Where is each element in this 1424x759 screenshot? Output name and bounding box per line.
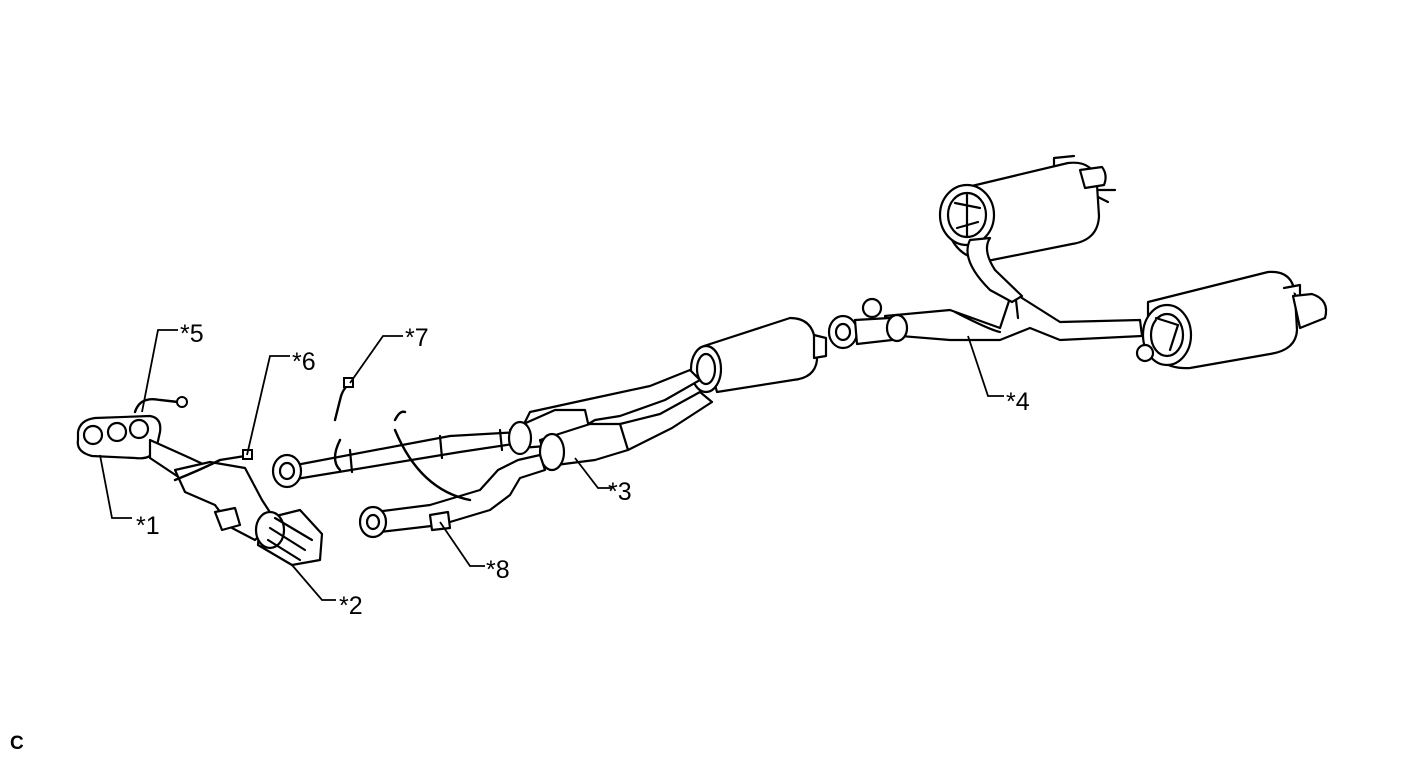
- oxygen-sensor-wire-8: [393, 410, 472, 502]
- oxygen-sensor-wire-5: [133, 396, 188, 414]
- leader-line-6: [246, 355, 290, 456]
- rear-muffler-lower: [1135, 270, 1328, 370]
- rear-muffler-upper: [938, 154, 1117, 262]
- callout-8: *8: [486, 556, 510, 584]
- leader-line-1: [99, 454, 132, 519]
- center-pipe-upper-bank: [278, 368, 702, 482]
- manifold-converter: [173, 460, 324, 567]
- rear-y-pipe: [883, 236, 1144, 342]
- oxygen-sensor-wire-7: [333, 377, 354, 472]
- front-pipe-lower-bank: [358, 453, 547, 539]
- center-converter-lower: [538, 390, 714, 472]
- intermediate-pipe-flange: [827, 297, 909, 350]
- leader-line-3: [574, 457, 612, 489]
- corner-label: C: [10, 733, 24, 754]
- callout-4: *4: [1006, 388, 1030, 416]
- callout-2: *2: [339, 592, 363, 620]
- callout-7: *7: [405, 324, 429, 352]
- leader-line-5: [141, 329, 178, 413]
- leader-line-2: [291, 564, 336, 601]
- callout-5: *5: [180, 320, 204, 348]
- callout-6: *6: [292, 348, 316, 376]
- leader-line-4: [967, 335, 1004, 397]
- leader-line-8: [439, 521, 485, 567]
- front-pipe-flange-left: [271, 453, 303, 489]
- center-resonator: [689, 316, 828, 394]
- callout-1: *1: [136, 512, 160, 540]
- leader-line-7: [349, 335, 403, 384]
- callout-3: *3: [608, 478, 632, 506]
